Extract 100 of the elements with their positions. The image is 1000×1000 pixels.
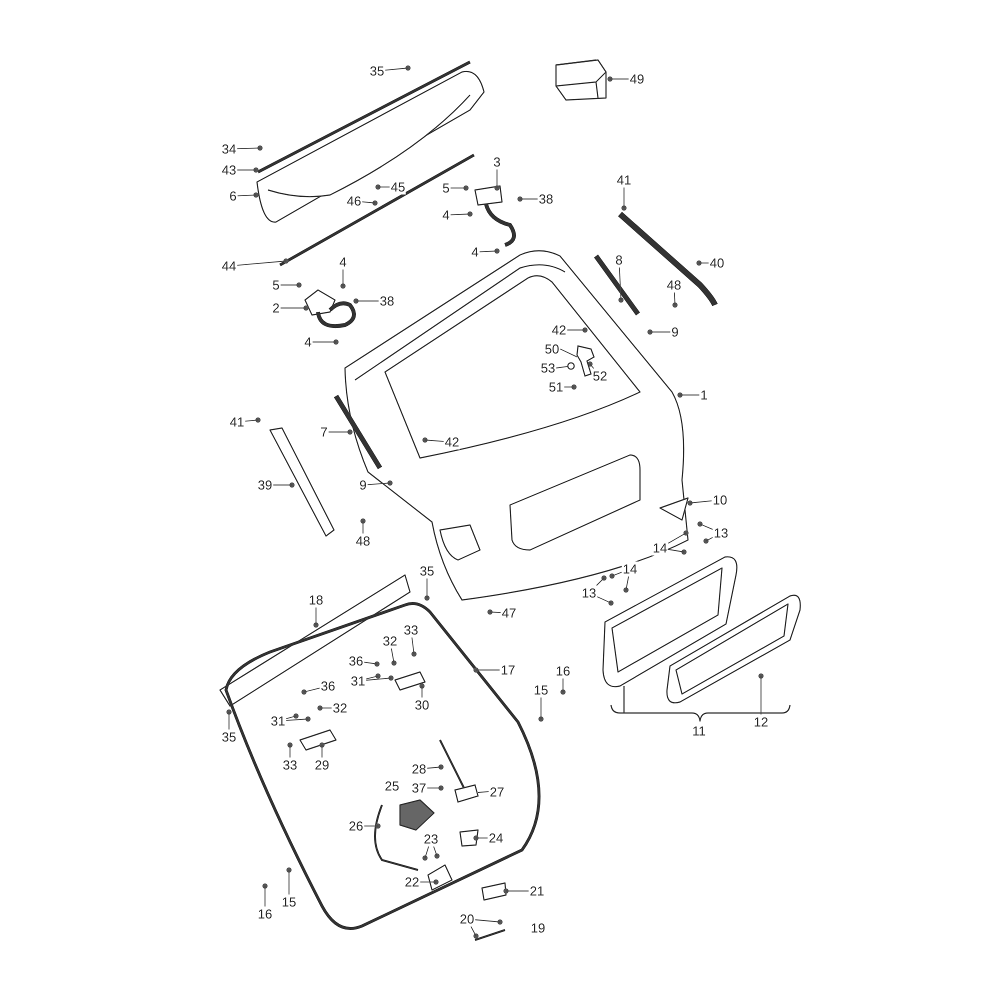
leader-line — [668, 548, 684, 552]
callout-number: 48 — [354, 534, 372, 548]
callout-number: 26 — [348, 818, 364, 834]
leader-line — [362, 201, 376, 204]
leader-line — [560, 348, 578, 358]
callout-number: 50 — [544, 342, 560, 356]
leader-line — [760, 676, 762, 715]
leader-line — [590, 364, 594, 369]
leader-line — [367, 482, 390, 486]
leader-line — [556, 366, 568, 368]
callout-number: 23 — [422, 832, 440, 846]
callout-number: 27 — [488, 784, 506, 800]
leader-line — [228, 712, 230, 730]
leader-line — [412, 637, 414, 654]
leader-line — [478, 791, 490, 793]
callout-number: 16 — [554, 664, 572, 678]
callout-number: 11 — [691, 724, 707, 738]
leader-line — [390, 648, 394, 664]
callout-number: 43 — [220, 162, 238, 178]
leader-line — [280, 284, 300, 286]
callout-number: 18 — [308, 592, 324, 608]
leader-line — [479, 250, 498, 252]
leader-line — [288, 870, 290, 895]
callout-number: 35 — [368, 64, 386, 78]
leader-line — [378, 186, 390, 188]
callout-number: 32 — [382, 634, 398, 648]
leader-line — [362, 520, 364, 534]
callout-number: 45 — [390, 180, 406, 194]
callout-number: 4 — [338, 254, 348, 270]
callout-number: 30 — [414, 698, 430, 712]
callout-number: 5 — [441, 180, 451, 196]
leader-line — [680, 394, 700, 396]
callout-number: 6 — [228, 188, 238, 204]
callout-number: 4 — [470, 244, 480, 260]
nut-drawing — [567, 362, 575, 370]
leader-line — [433, 846, 438, 856]
leader-line — [384, 68, 408, 71]
callout-number: 37 — [410, 780, 428, 796]
leader-line — [690, 500, 712, 504]
leader-line — [304, 688, 320, 692]
leader-line — [706, 536, 714, 542]
callout-number: 2 — [271, 300, 281, 316]
callout-number: 3 — [492, 154, 502, 170]
callout-number: 1 — [699, 388, 709, 402]
callout-number: 33 — [282, 758, 298, 772]
callout-number: 33 — [402, 622, 420, 638]
callout-number: 22 — [404, 874, 420, 890]
callout-number: 4 — [441, 208, 451, 222]
leader-line — [490, 612, 502, 614]
callout-number: 13 — [712, 526, 730, 540]
callout-number: 46 — [346, 194, 362, 208]
callout-number: 36 — [320, 678, 336, 694]
callout-number: 15 — [532, 682, 550, 698]
callout-number: 28 — [410, 762, 428, 776]
callout-number: 34 — [220, 142, 238, 156]
callout-number: 15 — [280, 894, 298, 910]
callout-number: 35 — [418, 564, 436, 578]
leader-line — [450, 214, 470, 216]
leader-line — [520, 198, 538, 200]
callout-number: 9 — [670, 324, 680, 340]
callout-number: 17 — [500, 662, 516, 678]
callout-number: 41 — [616, 172, 632, 188]
callout-number: 35 — [220, 730, 238, 744]
leader-line — [626, 576, 630, 590]
callout-number: 52 — [592, 368, 608, 384]
leader-line — [244, 420, 258, 422]
callout-number: 40 — [708, 256, 726, 270]
callout-number: 36 — [348, 654, 364, 668]
callout-number: 7 — [319, 424, 329, 440]
leader-line — [264, 886, 266, 907]
part-drawing — [454, 784, 479, 803]
callout-number: 24 — [488, 830, 504, 846]
callout-number: 12 — [752, 714, 770, 730]
callout-number: 38 — [538, 192, 554, 206]
leader-line — [562, 678, 564, 692]
leader-line — [618, 267, 622, 300]
callout-number: 20 — [458, 912, 476, 926]
leader-line — [470, 926, 476, 936]
leader-line — [286, 716, 296, 720]
callout-number: 29 — [314, 758, 330, 772]
callout-number: 10 — [712, 492, 728, 508]
part-drawing — [576, 345, 595, 377]
callout-number: 21 — [528, 884, 546, 898]
callout-number: 31 — [270, 714, 286, 728]
leader-line — [236, 260, 286, 266]
leader-line — [668, 532, 686, 544]
callout-number: 41 — [228, 414, 246, 430]
leader-line — [272, 484, 292, 486]
leader-line — [474, 919, 500, 922]
leader-line — [342, 269, 344, 286]
callout-number: 38 — [378, 294, 396, 308]
callout-number: 51 — [548, 380, 564, 394]
leader-line — [674, 292, 676, 306]
callout-number: 5 — [271, 278, 281, 292]
leader-line — [540, 697, 542, 720]
leader-line — [506, 890, 530, 892]
leader-line — [426, 578, 428, 598]
callout-number: 32 — [332, 700, 348, 716]
callout-number: 42 — [444, 434, 460, 450]
callout-number: 44 — [220, 258, 238, 274]
